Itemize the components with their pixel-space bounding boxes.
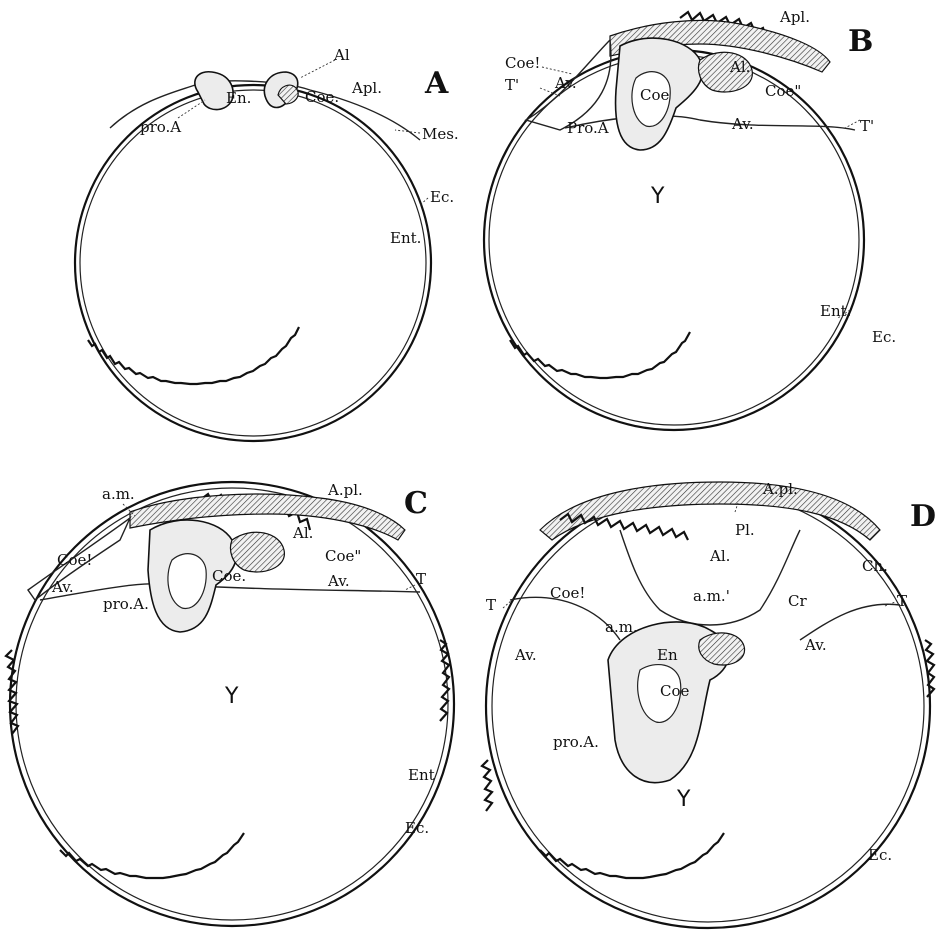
- label-ent: Ent.: [820, 302, 851, 320]
- yolk-sac-outline: [75, 85, 431, 441]
- label-coe1: Coe!: [57, 551, 92, 569]
- label-av-left: Av.: [51, 578, 74, 596]
- label-ch: Ch.: [862, 557, 888, 575]
- leader-pro-a: [178, 100, 205, 118]
- label-coe: Coe: [640, 86, 670, 104]
- label-ec: Ec.: [430, 188, 454, 206]
- panel-d: D A.pl. Pl. Al. Ch. Coe! a.m.' Cr T T a.…: [482, 480, 936, 928]
- label-coe: Coe.: [305, 88, 339, 106]
- label-yolk: Y: [650, 184, 665, 209]
- panel-letter: D: [910, 499, 936, 534]
- villi-spikes-left: [482, 760, 492, 811]
- vitelline-membrane: [40, 584, 420, 600]
- panel-b: B Apl. Coe! T' Av. Coe Al. Coe" Pro.A Av…: [484, 8, 896, 430]
- panel-c: C a.m. A.pl. Coe! Al. Coe. Coe" Av. Av. …: [6, 481, 454, 926]
- label-pro-a: pro.A.: [553, 733, 599, 751]
- label-t: T: [416, 570, 426, 588]
- label-apl: A.pl.: [762, 480, 798, 498]
- label-t-right: T': [860, 117, 874, 135]
- label-ent: Ent: [408, 766, 435, 784]
- label-am: a.m.: [605, 618, 638, 636]
- panel-letter: B: [848, 24, 873, 59]
- label-cr: Cr: [788, 592, 807, 610]
- endoderm-layer: [492, 490, 924, 922]
- label-pro-a: Pro.A: [567, 119, 609, 137]
- label-yolk: Y: [676, 787, 691, 812]
- label-apl: Apl.: [779, 8, 810, 26]
- panel-letter: C: [404, 486, 428, 521]
- label-pro-a: pro.A: [140, 118, 181, 136]
- label-t-left: T: [486, 596, 496, 614]
- panel-letter: A: [424, 66, 449, 101]
- yolk-sac-outline: [486, 484, 930, 928]
- label-coe2: Coe": [765, 82, 801, 100]
- label-coe1: Coe!: [505, 54, 540, 72]
- label-al: Al: [333, 46, 350, 64]
- label-en: En: [657, 646, 678, 664]
- label-en: En.: [226, 89, 251, 107]
- label-am: a.m.: [102, 485, 135, 503]
- label-coe1: Coe!: [550, 584, 585, 602]
- villi-spikes: [88, 327, 299, 384]
- label-am-prime: a.m.': [693, 587, 730, 605]
- leader-coe1-b: [542, 67, 572, 74]
- label-ec: Ec.: [405, 819, 429, 837]
- label-ec: Ec.: [868, 846, 892, 864]
- label-al: Al.: [709, 547, 730, 565]
- label-apl: A.pl.: [327, 481, 363, 499]
- label-av-right: Av.: [731, 115, 754, 133]
- label-al: Al.: [292, 524, 313, 542]
- label-mes: Mes.: [422, 125, 459, 143]
- label-av-right: Av.: [327, 572, 350, 590]
- leader-t-right-b: [845, 120, 860, 128]
- label-coe: Coe.: [212, 567, 246, 585]
- endoderm-layer: [80, 90, 426, 436]
- allantois-c: [231, 532, 285, 572]
- panel-a: A Al Apl. En. Coe. pro.A Mes. Ec. Ent.: [75, 46, 459, 441]
- allantois-outline: [620, 530, 800, 625]
- leader-al-a: [300, 60, 335, 78]
- label-av-right: Av.: [804, 636, 827, 654]
- villi-spikes-bottom: [540, 833, 724, 878]
- allantois-stalk-d: [699, 633, 745, 665]
- label-apl: Apl.: [351, 79, 382, 97]
- label-av-left: Av.: [554, 74, 577, 92]
- label-t-right: T: [897, 592, 907, 610]
- chorion-hatched: [540, 482, 880, 540]
- label-pl: Pl.: [735, 521, 755, 539]
- label-ec: Ec.: [872, 328, 896, 346]
- label-t-left: T': [505, 76, 519, 94]
- label-pro-a: pro.A.: [103, 595, 149, 613]
- label-ent: Ent.: [390, 229, 421, 247]
- label-al: Al.: [729, 58, 750, 76]
- label-coe2: Coe": [325, 547, 361, 565]
- label-yolk: Y: [224, 684, 239, 709]
- label-coe: Coe: [660, 682, 690, 700]
- label-av-left: Av.: [514, 646, 537, 664]
